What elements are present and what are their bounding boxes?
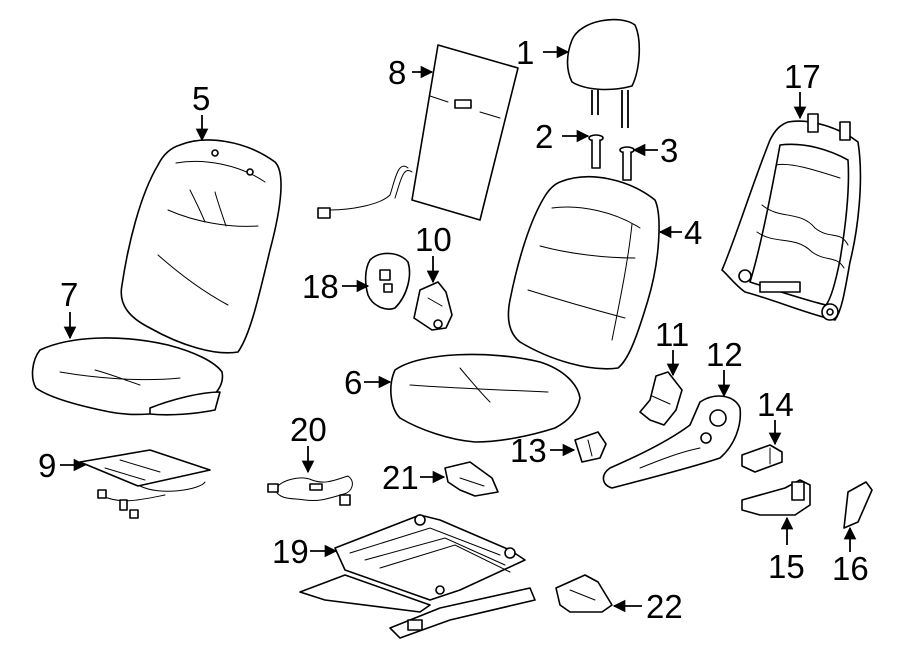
part-3-guide	[619, 146, 635, 181]
part-17-back-frame	[721, 113, 862, 321]
part-10-bracket	[413, 281, 453, 331]
callout-20: 20	[290, 411, 327, 448]
part-16-cover	[843, 481, 873, 529]
callout-1: 1	[516, 34, 534, 71]
callout-9: 9	[38, 447, 56, 484]
part-11-cover	[639, 371, 683, 426]
part-15-lever	[741, 479, 811, 516]
callout-14: 14	[757, 386, 794, 423]
part-21-bracket	[444, 461, 499, 497]
callout-3: 3	[660, 132, 678, 169]
callout-12: 12	[706, 336, 743, 373]
part-8-back-pad	[317, 44, 519, 221]
callout-6: 6	[344, 364, 362, 401]
part-20-harness	[267, 475, 353, 506]
part-7-cushion-cover	[31, 337, 224, 416]
callout-5: 5	[192, 80, 210, 117]
part-12-side-shield	[602, 395, 742, 489]
part-13-clip	[574, 431, 607, 463]
callout-7: 7	[60, 276, 78, 313]
callout-8: 8	[388, 54, 406, 91]
callout-15: 15	[768, 548, 805, 585]
callout-11: 11	[655, 316, 689, 353]
part-4-seatback	[507, 176, 660, 370]
callout-10: 10	[415, 221, 452, 258]
callout-19: 19	[272, 533, 309, 570]
part-5-seatback-cover	[120, 139, 282, 354]
callout-leaders	[60, 45, 857, 613]
callout-labels: 1 2 3 4 5 6 7 8 9 10 11 12 13 14 15 16 1…	[38, 34, 869, 625]
part-2-guide	[588, 134, 604, 169]
part-22-cover	[555, 574, 613, 613]
callout-17: 17	[784, 58, 821, 95]
part-19-seat-track	[299, 514, 536, 639]
callout-21: 21	[382, 459, 419, 496]
callout-13: 13	[510, 432, 547, 469]
part-6-cushion	[390, 353, 581, 443]
callout-2: 2	[535, 118, 553, 155]
callout-22: 22	[646, 588, 683, 625]
part-14-knob	[741, 444, 783, 473]
part-18-recliner-cover	[364, 252, 411, 310]
callout-4: 4	[684, 214, 702, 251]
callout-18: 18	[302, 268, 339, 305]
part-1-headrest	[566, 18, 641, 128]
callout-16: 16	[832, 550, 869, 587]
part-9-heater-mat	[79, 449, 211, 519]
